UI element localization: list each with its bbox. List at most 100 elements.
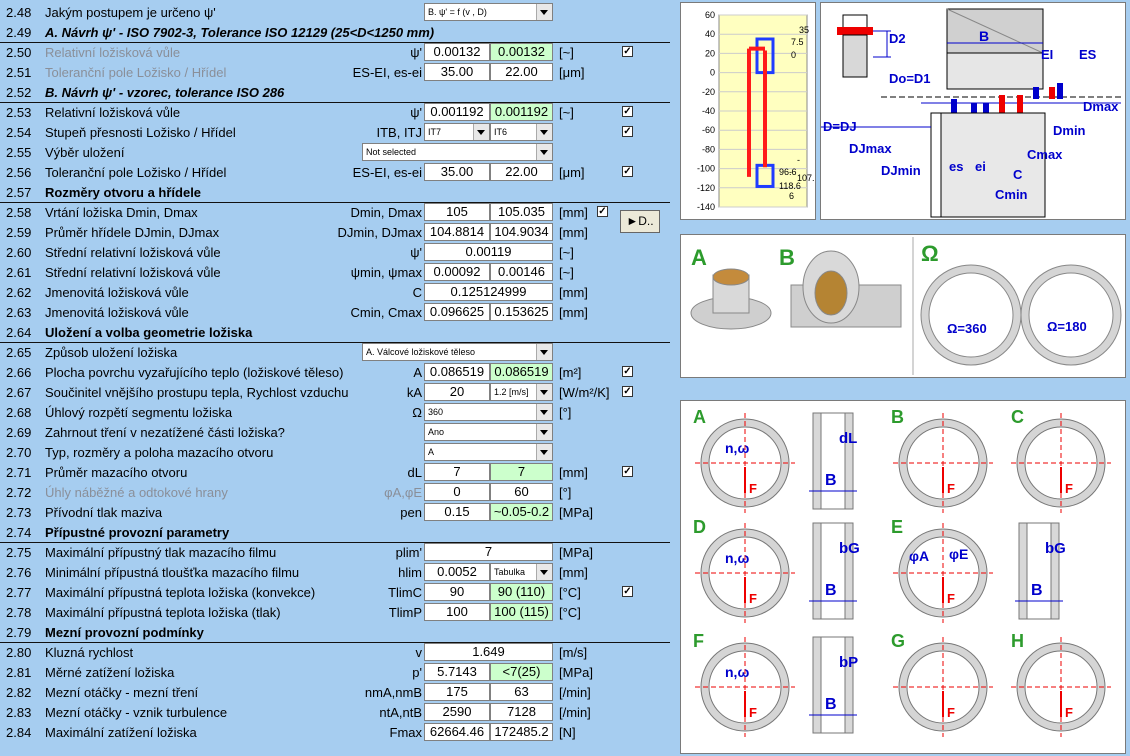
rotation-label: n,ω (725, 664, 749, 680)
value-input-1[interactable]: 175 (424, 683, 490, 701)
value-input-1[interactable]: 90 (424, 583, 490, 601)
row-symbol: pen (400, 505, 422, 520)
value-input-2[interactable]: ~0.05-0.2 (490, 503, 553, 521)
chevron-down-icon[interactable] (473, 124, 489, 140)
value-input-1[interactable]: 0.00132 (424, 43, 490, 61)
value-input-1[interactable]: 35.00 (424, 163, 490, 181)
value-input-2[interactable]: 63 (490, 683, 553, 701)
dropdown-select-1[interactable]: IT7 (424, 123, 490, 141)
value-input-2[interactable]: 22.00 (490, 63, 553, 81)
value-input-2[interactable]: 90 (110) (490, 583, 553, 601)
row-label: Přípustné provozní parametry (45, 525, 230, 540)
dropdown-select[interactable]: A (424, 443, 553, 461)
checkbox[interactable]: ✓ (622, 106, 633, 117)
checkbox[interactable]: ✓ (622, 126, 633, 137)
y-tick-label: -60 (702, 125, 715, 135)
chevron-down-icon[interactable] (536, 404, 552, 420)
value-input-1[interactable]: 0.15 (424, 503, 490, 521)
chevron-down-icon[interactable] (536, 424, 552, 440)
value-input-2[interactable]: 0.001192 (490, 103, 553, 121)
dimension-button[interactable]: ►D.. (620, 210, 660, 233)
value-input-2[interactable]: 60 (490, 483, 553, 501)
value-input-1[interactable]: 2590 (424, 703, 490, 721)
value-input-1[interactable]: 5.7143 (424, 663, 490, 681)
checkbox[interactable]: ✓ (622, 166, 633, 177)
data-label: - (797, 155, 800, 165)
tolerance-diagram: D2 B Do=D1 EI ES Dmax Dmin D=DJ DJmax DJ… (821, 8, 1121, 218)
checkbox[interactable]: ✓ (622, 366, 633, 377)
value-input-1[interactable]: 0.096625 (424, 303, 490, 321)
value-input-2[interactable]: 7128 (490, 703, 553, 721)
checkbox[interactable]: ✓ (622, 586, 633, 597)
checkbox[interactable]: ✓ (597, 206, 608, 217)
value-input-2[interactable]: <7(25) (490, 663, 553, 681)
chevron-down-icon[interactable] (536, 344, 552, 360)
dropdown-select-2[interactable]: Tabulka (490, 563, 553, 581)
value-input-2[interactable]: 100 (115) (490, 603, 553, 621)
value-input-2[interactable]: 22.00 (490, 163, 553, 181)
dropdown-value: Not selected (366, 147, 417, 157)
value-input-1[interactable]: 0 (424, 483, 490, 501)
dropdown-select[interactable]: A. Válcové ložiskové těleso (362, 343, 553, 361)
value-input-1[interactable]: 0.001192 (424, 103, 490, 121)
row-number: 2.60 (6, 245, 32, 260)
label-omega: Ω (921, 241, 939, 266)
data-label: 6 (789, 191, 794, 201)
value-input-2[interactable]: 0.00146 (490, 263, 553, 281)
row-label: Plocha povrchu vyzařujícího teplo (ložis… (45, 365, 344, 380)
dropdown-select[interactable]: B. ψ' = f (v , D) (424, 3, 553, 21)
hole-type-B: B (891, 407, 904, 427)
chevron-down-icon[interactable] (536, 564, 552, 580)
row-symbol: DJmin, DJmax (337, 225, 422, 240)
row-number: 2.69 (6, 425, 32, 440)
y-tick-label: -120 (697, 183, 715, 193)
checkbox[interactable]: ✓ (622, 466, 633, 477)
chevron-down-icon[interactable] (536, 124, 552, 140)
checkbox[interactable]: ✓ (622, 386, 633, 397)
dropdown-select-2[interactable]: 1.2 [m/s] (490, 383, 553, 401)
row-label: Mezní otáčky - vznik turbulence (45, 705, 228, 720)
value-output: 7 (424, 543, 553, 561)
row-label: Způsob uložení ložiska (45, 345, 178, 360)
value-input-1[interactable]: 7 (424, 463, 490, 481)
chevron-down-icon[interactable] (536, 144, 552, 160)
value-input-2[interactable]: 105.035 (490, 203, 553, 221)
dropdown-select[interactable]: 360 (424, 403, 553, 421)
value-input-1[interactable]: 0.00092 (424, 263, 490, 281)
row-label: Jmenovitá ložisková vůle (45, 305, 189, 320)
row-unit: [mm] (559, 565, 588, 580)
value-input-1[interactable]: 20 (424, 383, 490, 401)
row-unit: [m/s] (559, 645, 588, 660)
row-number: 2.66 (6, 365, 32, 380)
value-input-2[interactable]: 0.00132 (490, 43, 553, 61)
row-label: Výběr uložení (45, 145, 125, 160)
row-number: 2.51 (6, 65, 32, 80)
value-input-1[interactable]: 62664.46 (424, 723, 490, 741)
value-input-2[interactable]: 7 (490, 463, 553, 481)
value-output: 0.00119 (424, 243, 553, 261)
value-input-2[interactable]: 172485.2 (490, 723, 553, 741)
value-input-2[interactable]: 0.086519 (490, 363, 553, 381)
value-input-1[interactable]: 0.086519 (424, 363, 490, 381)
row-number: 2.65 (6, 345, 32, 360)
value-input-1[interactable]: 100 (424, 603, 490, 621)
chevron-down-icon[interactable] (536, 384, 552, 400)
value-input-1[interactable]: 105 (424, 203, 490, 221)
value-input-1[interactable]: 0.0052 (424, 563, 490, 581)
chevron-down-icon[interactable] (536, 444, 552, 460)
value-input-1[interactable]: 35.00 (424, 63, 490, 81)
value-input-2[interactable]: 0.153625 (490, 303, 553, 321)
row-label: A. Návrh ψ' - ISO 7902-3, Tolerance ISO … (45, 25, 435, 40)
dropdown-select-2[interactable]: IT6 (490, 123, 553, 141)
checkbox[interactable]: ✓ (622, 46, 633, 57)
label-Dmin: Dmin (1053, 123, 1086, 138)
dropdown-select[interactable]: Not selected (362, 143, 553, 161)
value-input-1[interactable]: 104.8814 (424, 223, 490, 241)
hole-dim-label: dL (839, 430, 857, 447)
dropdown-select[interactable]: Ano (424, 423, 553, 441)
value-input-2[interactable]: 104.9034 (490, 223, 553, 241)
row-symbol: ψ' (410, 45, 422, 60)
chevron-down-icon[interactable] (536, 4, 552, 20)
